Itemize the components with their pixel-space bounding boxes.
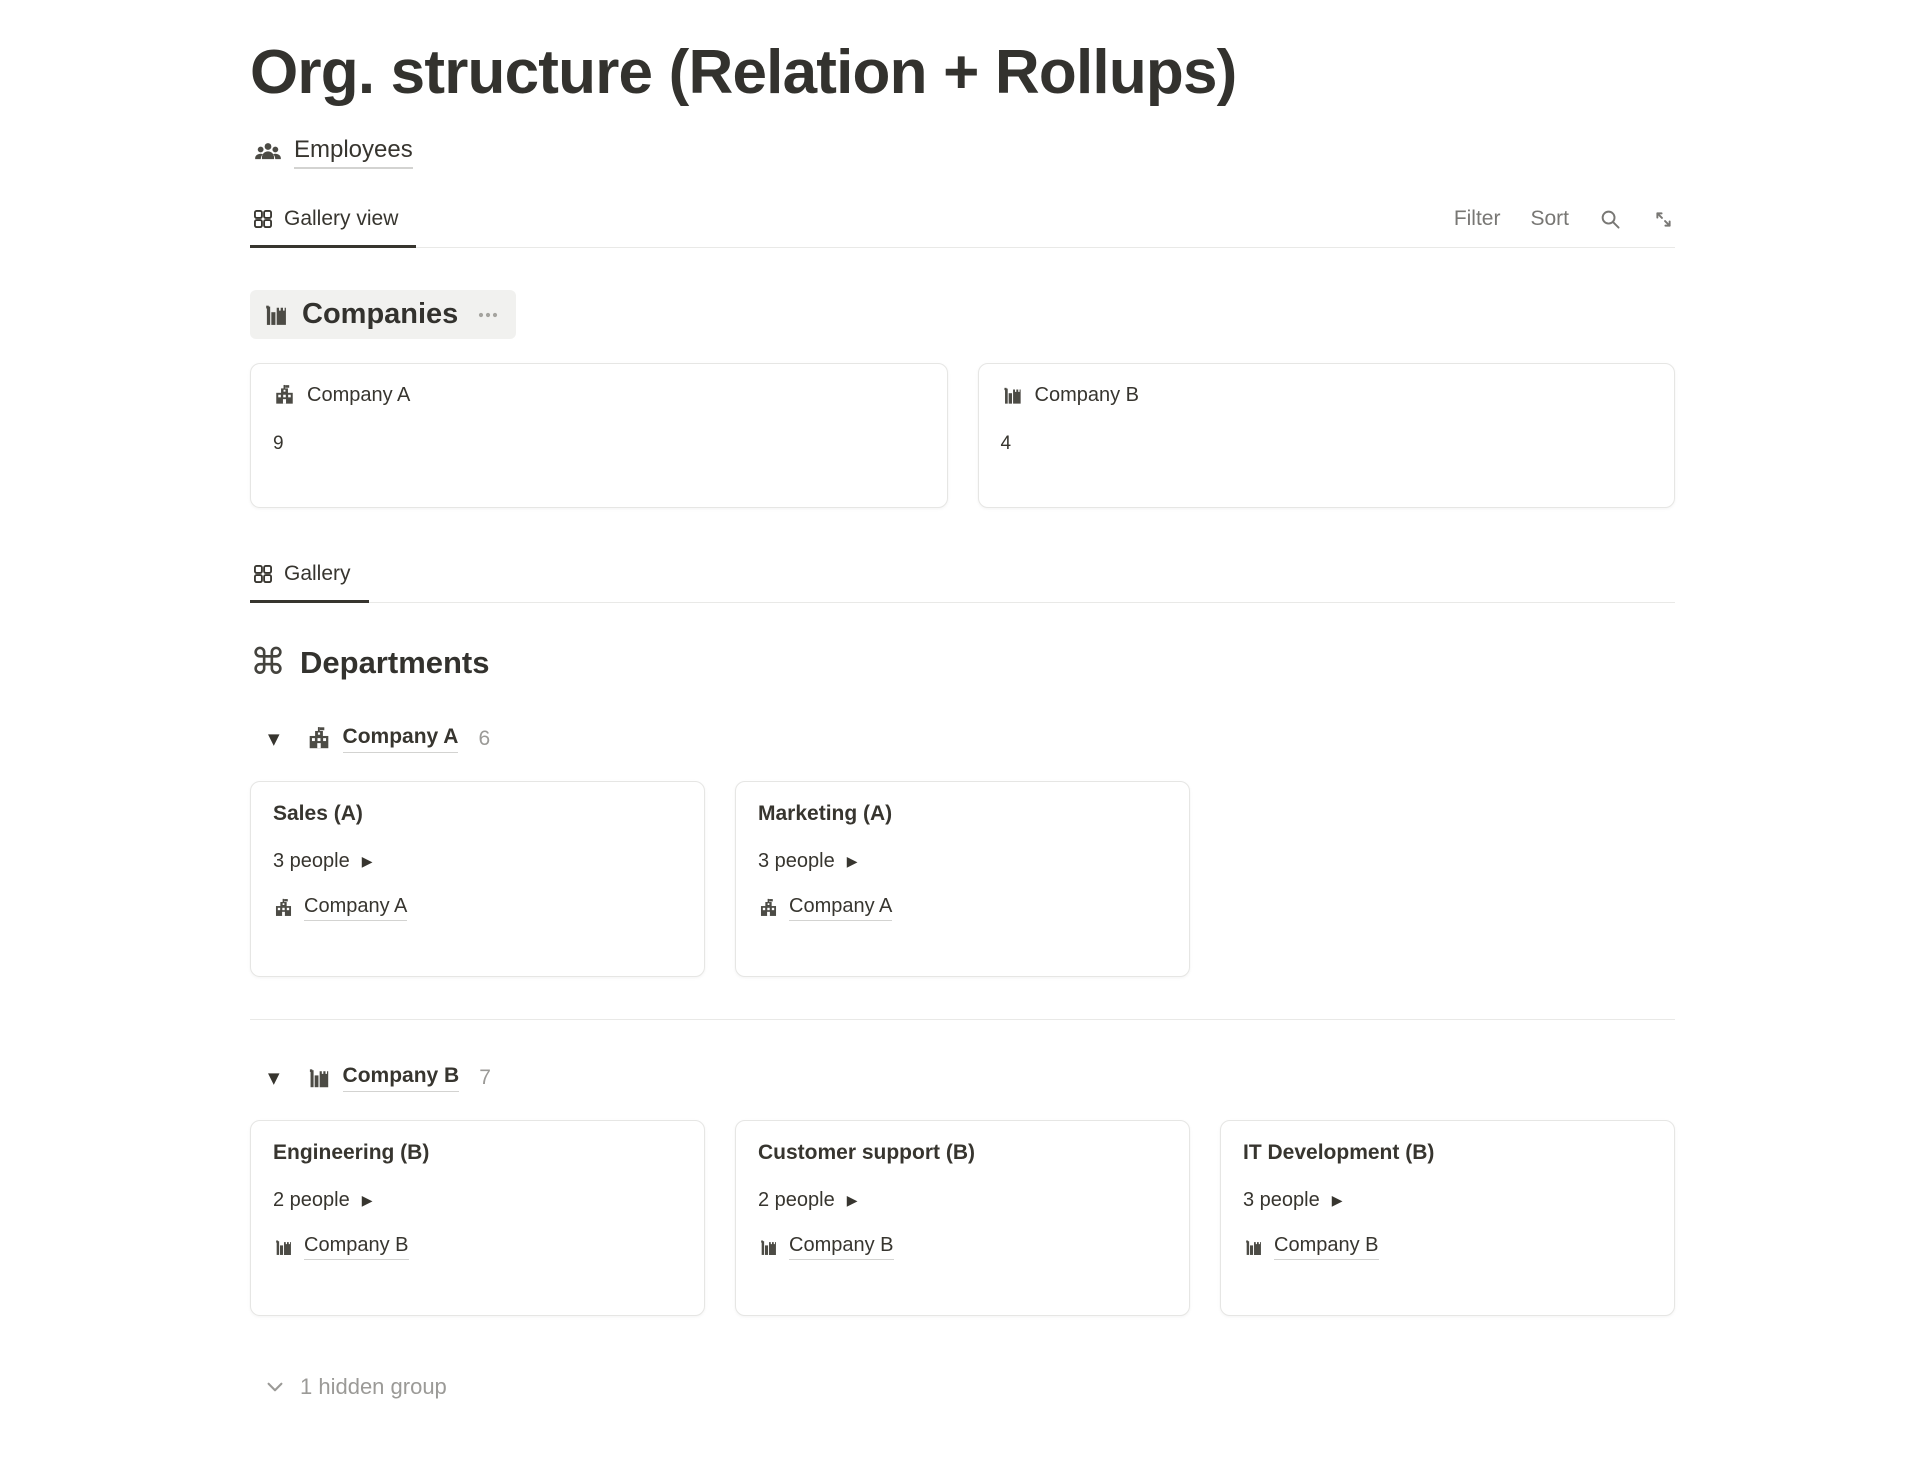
department-card-customer-support[interactable]: Customer support (B) 2 people ▶ Company … [735, 1120, 1190, 1317]
department-card-title: Marketing (A) [758, 802, 893, 826]
expand-icon[interactable] [1652, 208, 1675, 231]
factory-icon [306, 1065, 332, 1091]
company-relation-link[interactable]: Company B [1274, 1234, 1379, 1261]
gallery-icon [252, 563, 274, 585]
people-rollup[interactable]: 3 people ▶ [1243, 1189, 1652, 1212]
gallery-toolbar: Gallery [250, 552, 1675, 604]
sort-button[interactable]: Sort [1530, 207, 1569, 231]
tab-gallery-view[interactable]: Gallery view [250, 197, 417, 249]
department-card-title: IT Development (B) [1243, 1141, 1435, 1165]
page-title[interactable]: Org. structure (Relation + Rollups) [250, 38, 1237, 107]
school-icon [273, 898, 294, 919]
page-content: Org. structure (Relation + Rollups) Empl… [250, 0, 1675, 1400]
company-card-title: Company B [1034, 384, 1140, 407]
department-card-it-development[interactable]: IT Development (B) 3 people ▶ Company B [1220, 1120, 1675, 1317]
play-icon: ▶ [846, 1192, 858, 1209]
play-icon: ▶ [846, 853, 858, 870]
company-card-rollup-value: 9 [273, 433, 284, 455]
ellipsis-icon[interactable] [476, 303, 500, 327]
department-card-title: Engineering (B) [273, 1141, 430, 1165]
people-rollup[interactable]: 2 people ▶ [273, 1189, 682, 1212]
people-count: 2 people [273, 1189, 350, 1212]
factory-icon [273, 1237, 294, 1258]
company-relation-link[interactable]: Company A [304, 895, 408, 922]
play-icon: ▶ [361, 853, 373, 870]
company-relation: Company B [273, 1234, 682, 1261]
group-header-company-a: ▼ Company A 6 [250, 725, 1675, 754]
hidden-group-label: 1 hidden group [300, 1374, 447, 1400]
department-card-title: Customer support (B) [758, 1141, 975, 1165]
departments-section-header: ⌘ Departments [250, 645, 1675, 681]
group-count: 6 [478, 727, 491, 751]
people-count: 3 people [1243, 1189, 1320, 1212]
department-card-title: Sales (A) [273, 802, 363, 826]
hidden-group-toggle[interactable]: 1 hidden group [250, 1374, 1675, 1400]
group-count: 7 [479, 1066, 491, 1090]
company-card-title: Company A [307, 384, 411, 407]
source-database-label: Employees [294, 136, 413, 170]
filter-button[interactable]: Filter [1453, 207, 1501, 231]
triangle-down-icon[interactable]: ▼ [268, 1069, 280, 1088]
group-divider [250, 1019, 1675, 1021]
company-relation: Company B [1243, 1234, 1652, 1261]
company-relation: Company A [273, 895, 682, 922]
play-icon: ▶ [361, 1192, 373, 1209]
people-count: 3 people [758, 850, 835, 873]
group-header-company-b: ▼ Company B 7 [250, 1064, 1675, 1093]
people-icon [254, 139, 282, 167]
departments-card-grid-a: Sales (A) 3 people ▶ Company A Marketing… [250, 781, 1675, 978]
people-count: 3 people [273, 850, 350, 873]
factory-icon [1243, 1237, 1264, 1258]
company-relation: Company B [758, 1234, 1167, 1261]
group-name-link[interactable]: Company A [342, 725, 459, 754]
toolbar-actions: Filter Sort [1454, 207, 1675, 247]
factory-icon [262, 301, 290, 329]
departments-title[interactable]: Departments [300, 645, 490, 681]
chevron-down-icon [264, 1376, 286, 1398]
factory-icon [758, 1237, 779, 1258]
department-card-sales[interactable]: Sales (A) 3 people ▶ Company A [250, 781, 705, 978]
company-relation-link[interactable]: Company A [789, 895, 893, 922]
play-icon: ▶ [1331, 1192, 1343, 1209]
company-relation: Company A [758, 895, 1167, 922]
department-card-engineering[interactable]: Engineering (B) 2 people ▶ Company B [250, 1120, 705, 1317]
gallery-icon [252, 208, 274, 230]
people-count: 2 people [758, 1189, 835, 1212]
view-toolbar: Gallery view Filter Sort [250, 197, 1675, 249]
tab-gallery-label: Gallery [284, 562, 351, 586]
people-rollup[interactable]: 3 people ▶ [758, 850, 1167, 873]
group-name-link[interactable]: Company B [342, 1064, 460, 1093]
companies-card-grid: Company A 9 Company B 4 [250, 363, 1675, 509]
tab-gallery-view-label: Gallery view [284, 207, 399, 231]
company-relation-link[interactable]: Company B [789, 1234, 894, 1261]
companies-group-header[interactable]: Companies [250, 290, 517, 340]
company-card-b[interactable]: Company B 4 [977, 363, 1675, 509]
companies-group-title: Companies [302, 298, 459, 331]
department-card-marketing[interactable]: Marketing (A) 3 people ▶ Company A [735, 781, 1190, 978]
command-icon: ⌘ [250, 642, 286, 684]
triangle-down-icon[interactable]: ▼ [268, 730, 280, 749]
school-icon [758, 898, 779, 919]
company-card-rollup-value: 4 [1000, 433, 1012, 455]
people-rollup[interactable]: 2 people ▶ [758, 1189, 1167, 1212]
search-icon[interactable] [1599, 208, 1622, 231]
tab-gallery[interactable]: Gallery [250, 552, 369, 604]
factory-icon [1001, 384, 1024, 407]
school-icon [306, 726, 332, 752]
departments-card-grid-b: Engineering (B) 2 people ▶ Company B Cus… [250, 1120, 1675, 1317]
company-relation-link[interactable]: Company B [304, 1234, 409, 1261]
source-database-link[interactable]: Employees [254, 136, 1675, 170]
people-rollup[interactable]: 3 people ▶ [273, 850, 682, 873]
company-card-a[interactable]: Company A 9 [250, 363, 948, 509]
school-icon [273, 384, 296, 407]
